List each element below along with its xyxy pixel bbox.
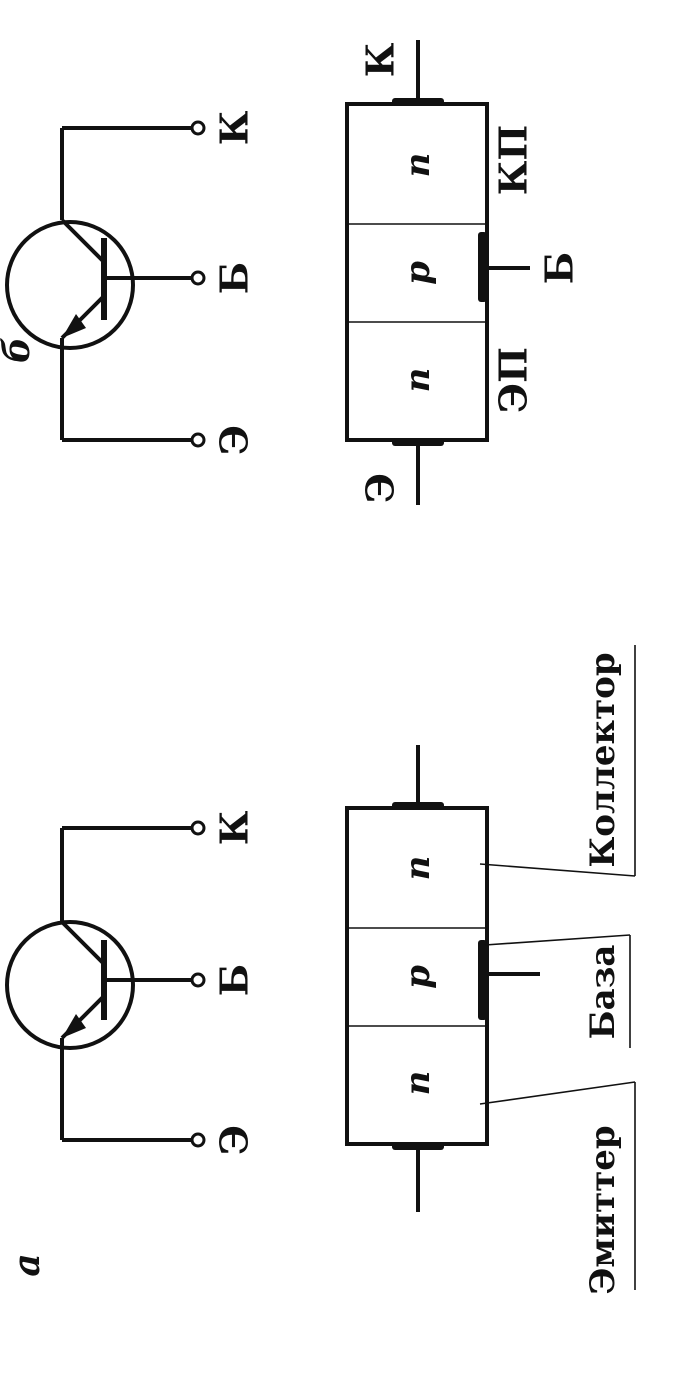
emitter-region-label: n (398, 1071, 438, 1096)
transistor-circle (5, 920, 135, 1050)
terminal-emitter-dot (190, 432, 206, 448)
base-contact-plate (478, 232, 487, 302)
terminal-base-label: Б (212, 262, 257, 294)
emitter-callout: Эмиттер (583, 1125, 623, 1294)
terminal-collector-dot (190, 820, 206, 836)
emitter-contact-plate (392, 1142, 444, 1150)
terminal-base-dot (190, 270, 206, 286)
terminal-base-label: Б (212, 964, 257, 996)
emitter-region-label: n (398, 368, 438, 393)
collector-junction-label: КП (491, 125, 536, 195)
terminal-collector-label: К (212, 810, 257, 845)
panel-b-transistor-symbol: К Б Э (5, 110, 257, 455)
terminal-emitter-dot (190, 1132, 206, 1148)
structure-emitter-label: Э (358, 473, 403, 503)
collector-contact-plate (392, 802, 444, 810)
emitter-leader-line (479, 1081, 636, 1105)
emitter-arrow-icon (62, 314, 86, 338)
structure-collector-label: К (358, 42, 403, 77)
terminal-emitter-label: Э (212, 425, 257, 455)
panel-a-structure: n p n Коллектор База Эмиттер (345, 645, 636, 1295)
collector-diagonal (60, 920, 106, 966)
terminal-collector-label: К (212, 110, 257, 145)
terminal-collector-dot (190, 120, 206, 136)
transistor-circle (5, 220, 135, 350)
base-leader-line (484, 934, 631, 946)
structure-base-label: Б (537, 252, 582, 284)
emitter-junction-label: ЭП (491, 347, 536, 413)
terminal-emitter-label: Э (212, 1125, 257, 1155)
panel-a-label: а (6, 1253, 48, 1276)
collector-contact-plate (392, 98, 444, 106)
base-callout: База (583, 945, 623, 1040)
collector-leader-line (479, 863, 636, 877)
terminal-base-dot (190, 972, 206, 988)
emitter-arrow-icon (62, 1014, 86, 1038)
panel-a-transistor-symbol: К Б Э (5, 810, 257, 1155)
collector-region-label: n (398, 153, 438, 178)
base-region-label: p (398, 965, 438, 989)
collector-region-label: n (398, 856, 438, 881)
panel-b-label: б (0, 337, 38, 363)
base-region-label: p (398, 261, 438, 285)
panel-b-structure: n p n К Б Э КП ЭП (345, 40, 582, 505)
collector-callout: Коллектор (583, 652, 623, 867)
base-contact-plate (478, 940, 487, 1020)
emitter-contact-plate (392, 438, 444, 446)
collector-diagonal (60, 218, 106, 264)
